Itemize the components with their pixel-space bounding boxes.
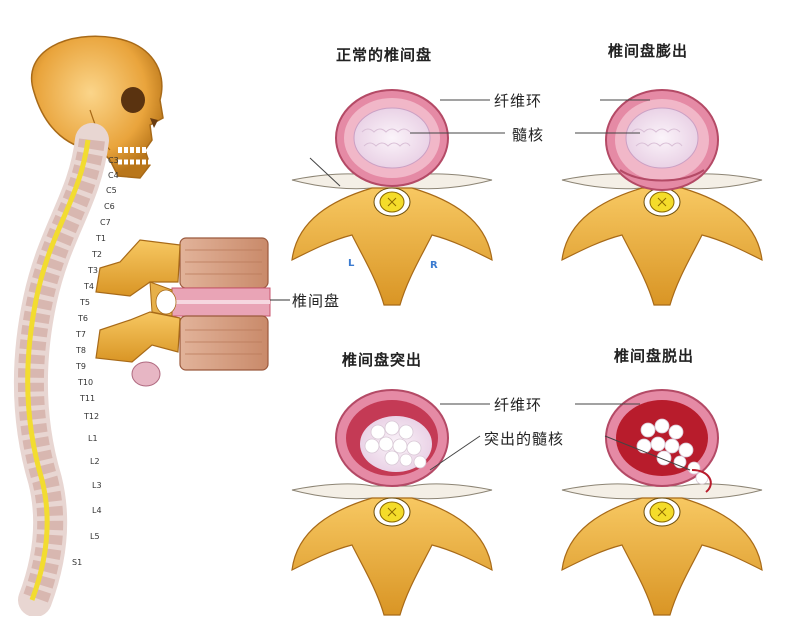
vertebra-labels: C3C4C5C6C7T1T2T3T4T5T6T7T8T9T10T11T12L1L… (72, 156, 119, 567)
spine-column (13, 123, 109, 617)
title-disc-bulge: 椎间盘膨出 (608, 42, 689, 60)
title-disc-extrusion: 椎间盘脱出 (614, 347, 695, 365)
label-nucleus: 髓核 (512, 126, 545, 144)
vertebra-label-t3: T3 (87, 266, 98, 275)
vertebra-label-t8: T8 (75, 346, 86, 355)
label-protruding-nucleus: 突出的髓核 (484, 430, 565, 448)
vertebra-label-s1: S1 (72, 558, 82, 567)
disc-extrusion (605, 389, 719, 493)
vertebra-label-t10: T10 (77, 378, 93, 387)
vertebra-label-c3: C3 (108, 156, 119, 165)
vertebra-label-t6: T6 (77, 314, 88, 323)
vertebra-label-c5: C5 (106, 186, 117, 195)
vertebra-label-c4: C4 (108, 171, 119, 180)
disc-view-extrusion (561, 483, 763, 616)
vertebra-label-t9: T9 (75, 362, 86, 371)
vertebra-label-t1: T1 (95, 234, 106, 243)
label-annulus-bottom: 纤维环 (494, 396, 543, 414)
skull (31, 35, 164, 179)
vertebra-label-l2: L2 (90, 457, 100, 466)
vertebra-label-c7: C7 (100, 218, 111, 227)
disc-bulge (605, 89, 719, 191)
vertebra-label-l1: L1 (88, 434, 98, 443)
vertebra-label-t11: T11 (79, 394, 95, 403)
disc-protrusion (335, 389, 449, 487)
vertebra-label-t2: T2 (91, 250, 102, 259)
disc-view-normal (291, 173, 493, 306)
vertebra-label-t12: T12 (83, 412, 99, 421)
label-annulus-top: 纤维环 (494, 92, 543, 110)
label-right: R (430, 260, 438, 271)
spinal-cord (25, 139, 91, 601)
vertebra-label-l3: L3 (92, 481, 102, 490)
vertebra-label-l4: L4 (92, 506, 102, 515)
lateral-spine-section (95, 237, 290, 387)
disc-view-bulge (561, 173, 763, 306)
vertebra-label-t7: T7 (75, 330, 86, 339)
label-disc: 椎间盘 (292, 292, 341, 310)
title-disc-protrusion: 椎间盘突出 (342, 351, 423, 369)
title-normal-disc: 正常的椎间盘 (336, 46, 433, 64)
disc-view-protrusion (291, 483, 493, 616)
vertebra-label-t4: T4 (83, 282, 94, 291)
vertebra-label-c6: C6 (104, 202, 115, 211)
vertebra-label-l5: L5 (90, 532, 100, 541)
label-left: L (348, 258, 355, 269)
annotation-lines (309, 99, 691, 471)
disc-normal (335, 89, 449, 187)
vertebra-label-t5: T5 (79, 298, 90, 307)
